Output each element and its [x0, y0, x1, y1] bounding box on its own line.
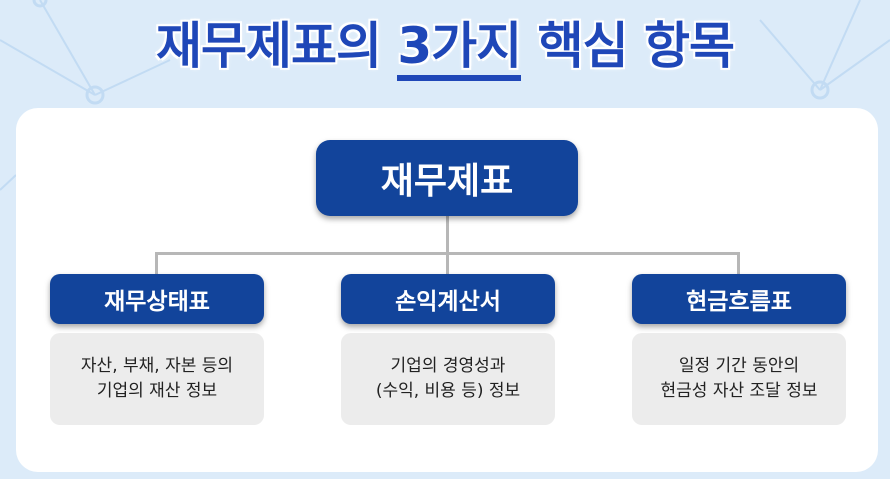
title-rest: 핵심 항목 — [537, 17, 735, 75]
desc-line: 기업의 재산 정보 — [96, 381, 218, 401]
desc-line: (수익, 비용 등) 정보 — [375, 381, 521, 401]
connector-vertical-middle — [446, 252, 449, 276]
desc-income-statement: 기업의 경영성과 (수익, 비용 등) 정보 — [341, 333, 555, 425]
desc-line: 현금성 자산 조달 정보 — [660, 381, 818, 401]
connector-vertical-root — [446, 216, 449, 254]
node-balance-sheet: 재무상태표 — [50, 274, 264, 324]
connector-vertical-right — [737, 252, 740, 276]
desc-line: 자산, 부채, 자본 등의 — [80, 356, 234, 376]
desc-balance-sheet: 자산, 부채, 자본 등의 기업의 재산 정보 — [50, 333, 264, 425]
desc-line: 기업의 경영성과 — [390, 356, 506, 376]
node-cash-flow-statement: 현금흐름표 — [632, 274, 846, 324]
root-node-financial-statements: 재무제표 — [316, 140, 578, 216]
desc-cash-flow-statement: 일정 기간 동안의 현금성 자산 조달 정보 — [632, 333, 846, 425]
title-main: 재무제표의 — [155, 17, 382, 75]
page-title: 재무제표의 3가지 핵심 항목 — [0, 6, 890, 81]
connector-vertical-left — [155, 252, 158, 276]
desc-line: 일정 기간 동안의 — [678, 356, 800, 376]
node-income-statement: 손익계산서 — [341, 274, 555, 324]
title-highlight: 3가지 — [397, 17, 522, 81]
